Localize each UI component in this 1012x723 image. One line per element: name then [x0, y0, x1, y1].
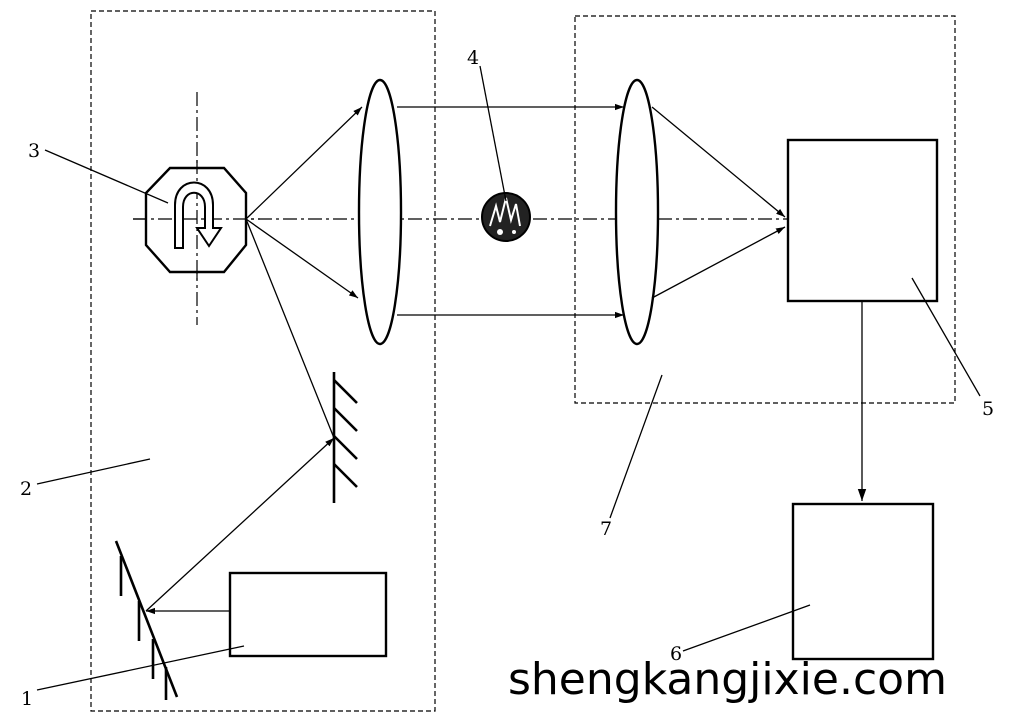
label-2: 2 — [20, 478, 32, 500]
receiving-module-boundary — [574, 15, 956, 404]
mirror-to-polygon-beam — [245, 218, 335, 439]
leader-4 — [479, 65, 507, 202]
label-4: 4 — [467, 47, 479, 69]
label-6: 6 — [670, 643, 682, 665]
focusing-lens — [614, 78, 660, 346]
rotation-arrow-icon — [174, 181, 223, 249]
converging-beam-upper — [651, 106, 786, 218]
illumination-module-boundary — [90, 10, 436, 712]
leader-1 — [36, 645, 245, 691]
leader-2 — [36, 458, 151, 485]
detector-box — [786, 138, 939, 303]
tilted-mirror — [114, 540, 179, 700]
scan-beam-lower — [245, 218, 359, 299]
laser-source-box — [228, 571, 388, 658]
reflected-beam — [145, 437, 335, 612]
watermark-text: shengkangjixie.com — [508, 654, 947, 705]
label-5: 5 — [982, 398, 994, 420]
label-7: 7 — [600, 518, 612, 540]
leader-7 — [609, 374, 663, 519]
scan-beam-upper — [245, 106, 363, 220]
processor-box — [791, 502, 935, 661]
leader-5 — [911, 277, 981, 397]
leader-6 — [682, 604, 811, 652]
label-3: 3 — [28, 140, 40, 162]
collimating-lens — [357, 78, 403, 346]
converging-beam-lower — [651, 226, 786, 299]
fold-mirror — [332, 372, 358, 503]
polygon-mirror — [133, 160, 260, 280]
leader-3 — [44, 149, 169, 204]
label-1: 1 — [21, 688, 33, 710]
